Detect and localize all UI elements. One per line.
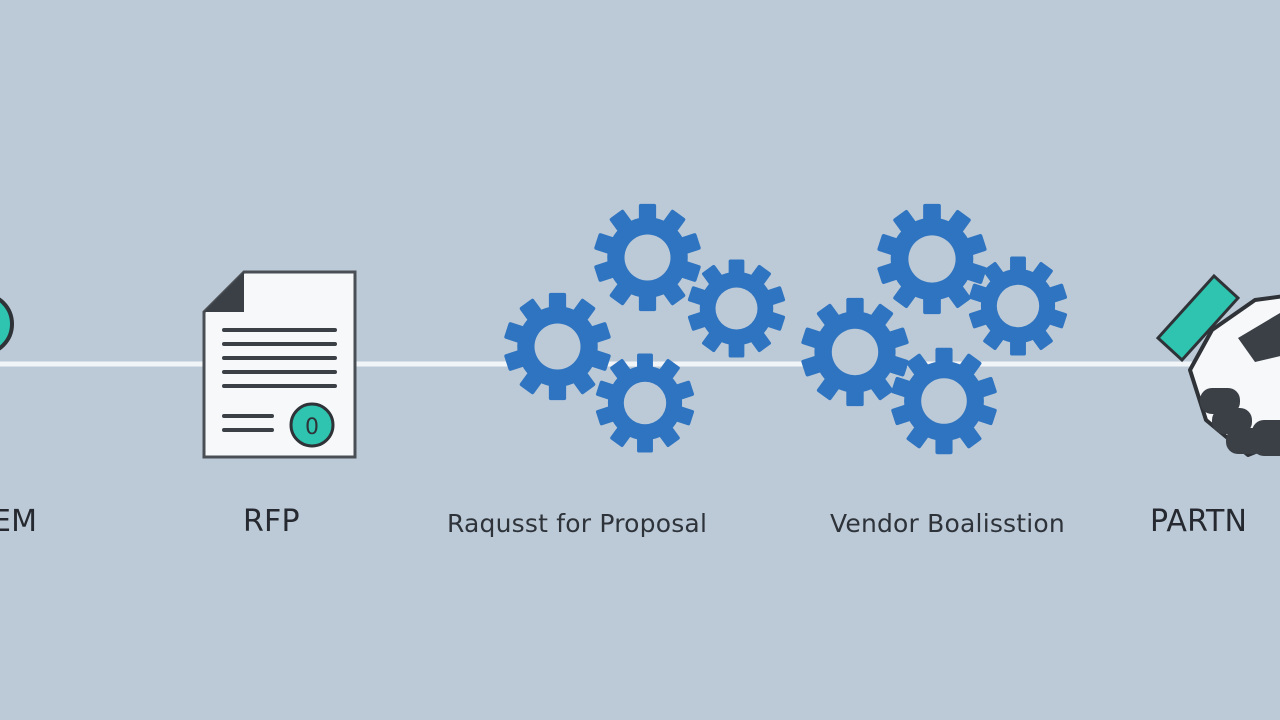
gear-icon (890, 347, 998, 455)
step-label-request-for-proposal: Raqusst for Proposal (447, 509, 708, 538)
document-badge-text: 0 (305, 415, 319, 440)
gear-cluster-icon (503, 203, 786, 453)
gear-icon (503, 292, 612, 401)
step-label-vendor-evaluation: Vendor Boalisstion (830, 509, 1065, 538)
gear-icon (687, 259, 786, 358)
gear-icon (968, 256, 1068, 356)
step-label-problem: EM (0, 504, 38, 539)
document-icon: 0 (202, 270, 357, 459)
gear-cluster-icon (800, 203, 1068, 455)
handshake-icon (1155, 273, 1280, 457)
gear-icon (593, 203, 702, 312)
step-label-partner: PARTN (1150, 504, 1248, 539)
circle-icon (0, 297, 14, 351)
gear-icon (595, 353, 695, 453)
document-badge: 0 (289, 402, 335, 448)
step-label-rfp: RFP (243, 504, 300, 539)
